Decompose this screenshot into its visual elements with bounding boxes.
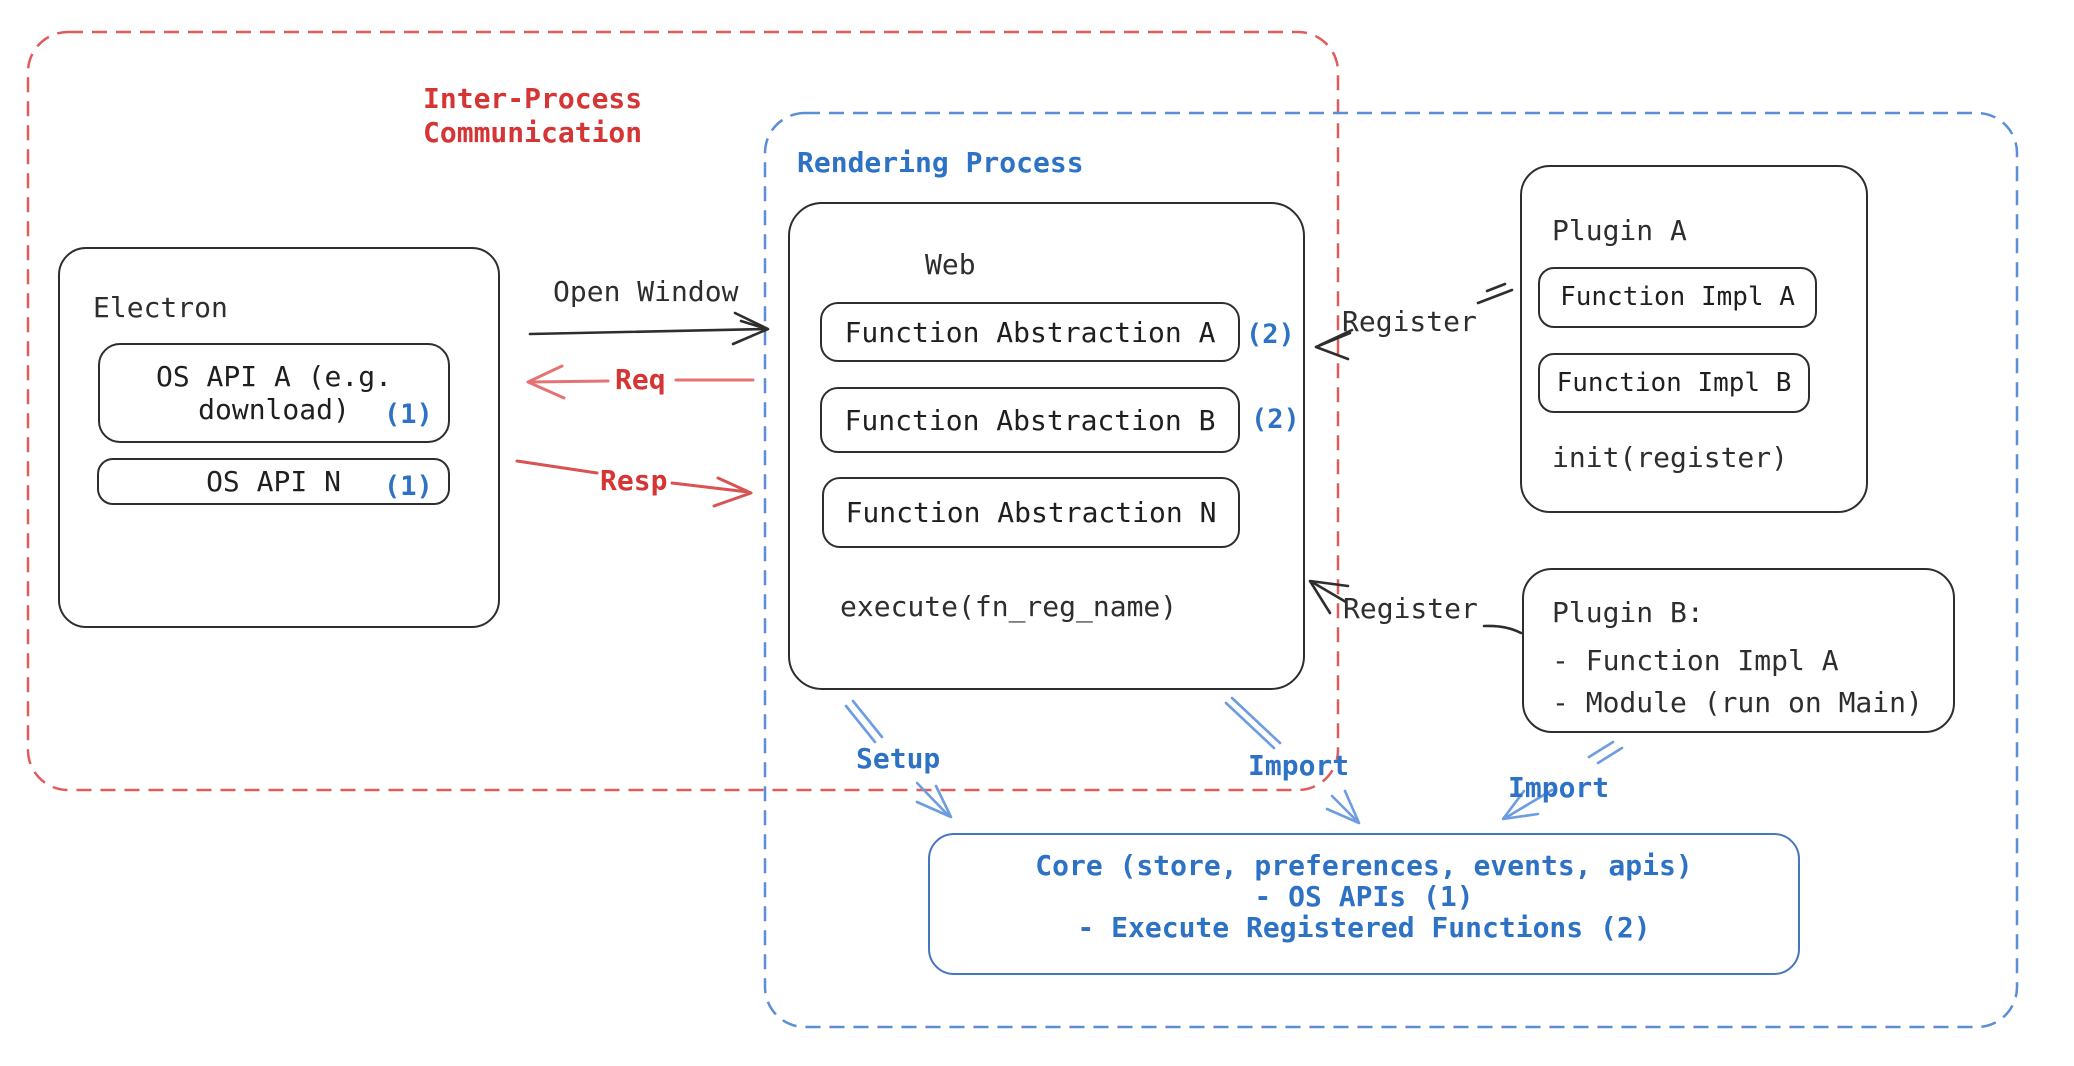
resp-arrow bbox=[515, 459, 753, 508]
ipc-region-title: Inter-Process Communication bbox=[423, 82, 643, 149]
function-abstraction-b-label: Function Abstraction B bbox=[844, 403, 1216, 437]
function-impl-a-label: Function Impl A bbox=[1560, 282, 1795, 312]
import-web-arrow bbox=[1224, 696, 1361, 825]
web-box bbox=[788, 202, 1305, 690]
os-api-a-badge: (1) bbox=[384, 399, 433, 430]
init-register-label: init(register) bbox=[1552, 441, 1789, 474]
function-abstraction-b-box: Function Abstraction B bbox=[820, 387, 1240, 453]
rendering-region-title: Rendering Process bbox=[797, 146, 1084, 179]
req-arrow bbox=[526, 364, 755, 400]
setup-arrow bbox=[844, 699, 953, 819]
plugin-b-title: Plugin B: bbox=[1552, 596, 1704, 629]
function-abstraction-a-badge: (2) bbox=[1246, 319, 1295, 350]
plugin-b-item-2: - Module (run on Main) bbox=[1552, 686, 1923, 719]
core-box bbox=[928, 833, 1800, 975]
rendering-region-border bbox=[763, 111, 2019, 1029]
os-api-a-box: OS API A (e.g. download) bbox=[98, 343, 450, 443]
plugin-b-item-1: - Function Impl A bbox=[1552, 644, 1839, 677]
function-impl-b-label: Function Impl B bbox=[1556, 367, 1792, 398]
function-impl-a-box: Function Impl A bbox=[1538, 267, 1817, 328]
electron-title: Electron bbox=[93, 291, 228, 324]
function-abstraction-a-box: Function Abstraction A bbox=[820, 302, 1240, 362]
function-abstraction-b-badge: (2) bbox=[1251, 404, 1300, 435]
plugin-a-title: Plugin A bbox=[1552, 214, 1687, 247]
core-text: Core (store, preferences, events, apis) … bbox=[1035, 849, 1693, 944]
web-title: Web bbox=[925, 248, 976, 281]
open-window-arrow bbox=[528, 311, 770, 346]
register-plugin-b-label: Register bbox=[1343, 592, 1478, 625]
req-label: Req bbox=[615, 363, 666, 396]
os-api-n-label: OS API N bbox=[206, 465, 341, 498]
import-plugin-b-label: Import bbox=[1508, 771, 1610, 804]
os-api-n-box: OS API N bbox=[97, 458, 450, 505]
register-plugin-a-label: Register bbox=[1342, 305, 1477, 338]
ipc-region-border bbox=[26, 30, 1340, 792]
register-plugin-b-arrow bbox=[1308, 579, 1523, 635]
register-plugin-a-arrow bbox=[1314, 282, 1514, 361]
open-window-label: Open Window bbox=[553, 275, 739, 308]
execute-label: execute(fn_reg_name) bbox=[840, 590, 1178, 623]
function-abstraction-n-label: Function Abstraction N bbox=[845, 496, 1217, 529]
electron-box bbox=[58, 247, 500, 628]
os-api-a-label: OS API A (e.g. download) bbox=[155, 360, 392, 426]
import-web-label: Import bbox=[1248, 749, 1350, 782]
setup-label: Setup bbox=[856, 742, 941, 775]
function-abstraction-n-box: Function Abstraction N bbox=[822, 477, 1240, 548]
import-plugin-b-arrow bbox=[1501, 740, 1624, 821]
os-api-n-badge: (1) bbox=[384, 471, 433, 502]
plugin-b-box bbox=[1522, 568, 1955, 733]
resp-label: Resp bbox=[600, 464, 668, 497]
function-impl-b-box: Function Impl B bbox=[1538, 353, 1810, 413]
plugin-a-box bbox=[1520, 165, 1868, 513]
function-abstraction-a-label: Function Abstraction A bbox=[844, 315, 1216, 349]
